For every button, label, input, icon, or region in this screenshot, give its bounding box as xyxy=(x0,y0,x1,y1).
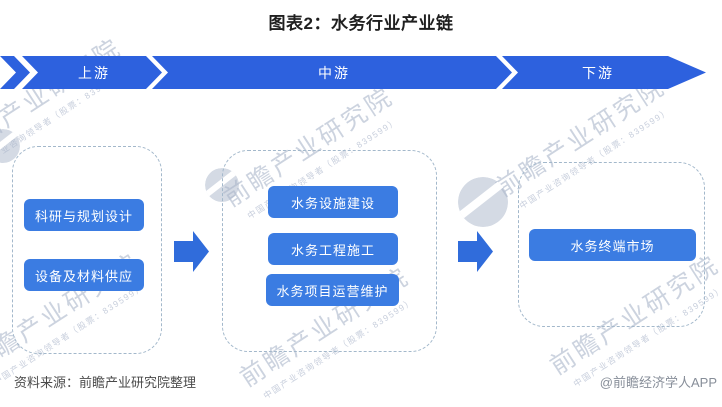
ribbon-segment-midstream xyxy=(152,56,512,89)
watermark-brand-text: 前瞻产业研究院 xyxy=(0,33,127,164)
node-operation-maintenance: 水务项目运营维护 xyxy=(266,274,399,306)
downstream-group: 水务终端市场 xyxy=(518,162,705,327)
brand-crescent-icon xyxy=(458,177,508,227)
ribbon-segment-downstream xyxy=(502,56,706,89)
midstream-group: 水务设施建设 水务工程施工 水务项目运营维护 xyxy=(222,150,437,352)
node-engineering-work: 水务工程施工 xyxy=(268,233,398,265)
source-note: 资料来源：前瞻产业研究院整理 xyxy=(14,375,197,390)
flow-arrow-right-icon xyxy=(174,231,209,272)
ribbon-segment-upstream xyxy=(22,56,162,89)
ribbon-label-downstream: 下游 xyxy=(582,65,614,81)
node-facility-construction: 水务设施建设 xyxy=(268,186,398,218)
upstream-group: 科研与规划设计 设备及材料供应 xyxy=(12,146,162,354)
figure-title: 图表2：水务行业产业链 xyxy=(268,14,454,33)
node-equipment-supply: 设备及材料供应 xyxy=(24,259,144,291)
flow-arrow-right-icon xyxy=(458,231,493,272)
app-credit: @前瞻经济学人APP xyxy=(599,375,717,390)
ribbon-lead-chevron xyxy=(0,56,30,89)
node-research-planning: 科研与规划设计 xyxy=(24,199,144,231)
ribbon-label-upstream: 上游 xyxy=(78,65,110,81)
node-terminal-market: 水务终端市场 xyxy=(529,229,696,261)
ribbon-label-midstream: 中游 xyxy=(318,65,350,81)
